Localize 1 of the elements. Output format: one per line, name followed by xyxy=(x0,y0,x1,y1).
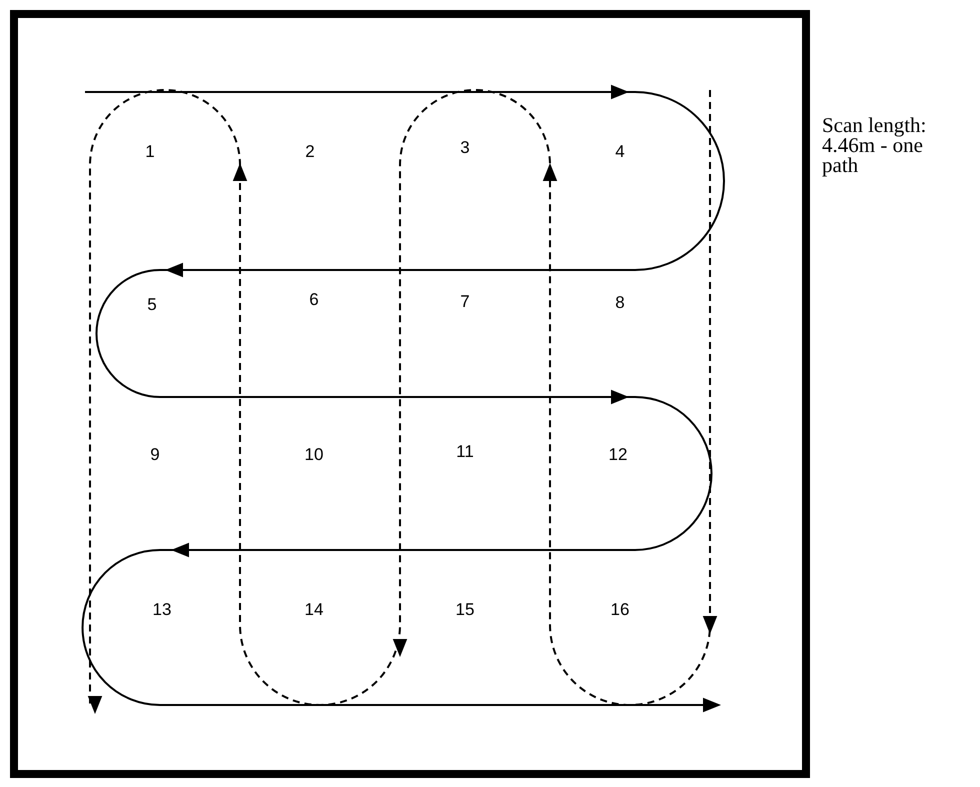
annotation-text: Scan length: 4.46m - one path xyxy=(822,115,928,175)
